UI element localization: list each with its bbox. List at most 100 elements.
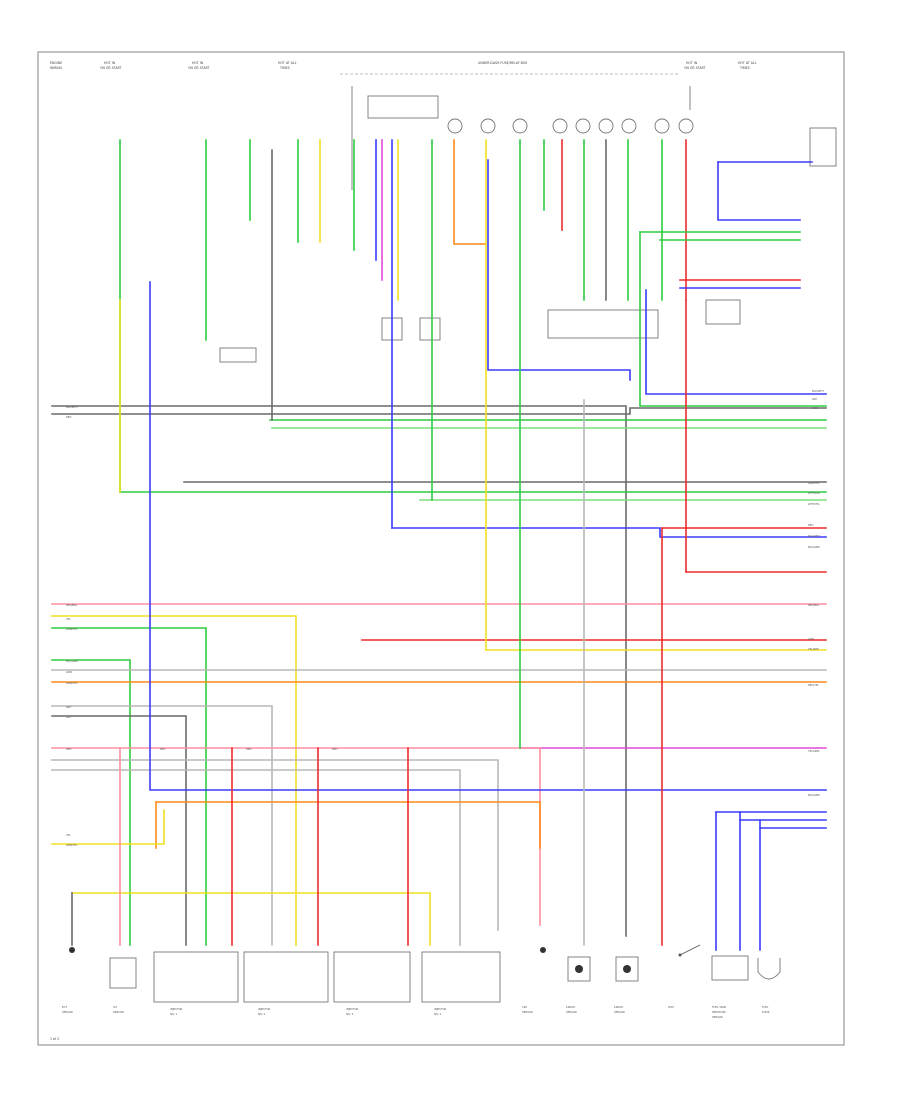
switch-contact: [679, 944, 701, 956]
ect-sensor-box: [109, 957, 137, 989]
right-label-d2: YEL/RED: [808, 647, 819, 651]
ground-left: [69, 947, 75, 953]
injector-box-4: [421, 951, 501, 1003]
header-hot-in-1b: ON OR START: [100, 66, 122, 70]
wire-blue-61: [645, 289, 827, 395]
fuse-row: [447, 118, 694, 134]
right-label-e0: RED/YEL: [808, 683, 820, 687]
left-label-b1: YEL: [66, 617, 71, 621]
label-pcm: PCM: [668, 1005, 674, 1009]
label-knock2-1: KNOCK: [614, 1005, 623, 1009]
fuse-3: [512, 118, 528, 134]
label-inj3-2: NO. 3: [346, 1012, 354, 1016]
left-label-d1: GRY: [66, 715, 72, 719]
right-label-a1: GRY: [812, 397, 818, 401]
right-label-a2: GRN: [812, 406, 818, 410]
ground-mid: [540, 947, 546, 953]
wire-yellow-28: [71, 892, 431, 946]
right-label-a0: BLK/WHT: [812, 389, 824, 393]
header-hot-in-3b: ON OR START: [684, 66, 706, 70]
injector-box-2: [243, 951, 329, 1003]
wire-gray-1: [51, 407, 827, 415]
wire-gray-0: [51, 405, 627, 937]
wire-yellow-11: [51, 615, 297, 946]
switch-pivot: [678, 953, 682, 957]
right-label-d0: RED/BLU: [808, 603, 819, 607]
label-inj2-1: INJECTOR: [258, 1007, 271, 1011]
header-hot-at-all-2b: TIMES: [739, 66, 750, 70]
label-knock2-2: SENSOR: [614, 1010, 625, 1014]
fuse-1: [447, 118, 463, 134]
fuse-7: [621, 118, 637, 134]
header-hot-at-all-2a: HOT AT ALL: [738, 61, 757, 65]
header-hot-in-3a: HOT IN: [686, 61, 698, 65]
header-hot-at-all-b: TIMES: [279, 66, 290, 70]
label-inj2-2: NO. 2: [258, 1012, 266, 1016]
right-top-connector: [809, 127, 837, 167]
label-iat-2: SENSOR: [113, 1010, 124, 1014]
label-inj4-2: NO. 4: [434, 1012, 442, 1016]
injector-box-3: [333, 951, 411, 1003]
knock-sensor-2: [615, 956, 639, 982]
right-label-d1: GRN: [808, 637, 814, 641]
right-wire-labels: BLK/WHT GRY GRN GRN/YEL WHT/BLU WHT/YEL …: [808, 389, 824, 797]
right-label-c0: RED: [808, 523, 813, 527]
label-ftp-3: SENSOR: [712, 1015, 723, 1019]
left-label-a1: RED: [66, 415, 71, 419]
label-ckp-2: SENSOR: [522, 1010, 533, 1014]
knock-sensor-1-core: [575, 965, 583, 973]
left-label-c2: GRN/YEL: [66, 681, 78, 685]
wire-blue-7: [391, 527, 827, 538]
wire-lightgray-18: [51, 705, 273, 946]
wire-green-15: [51, 659, 131, 946]
label-knock1-1: KNOCK: [566, 1005, 575, 1009]
header-hot-at-all-a: HOT AT ALL: [278, 61, 297, 65]
diagram-frame: [37, 51, 845, 1046]
label-ckp-1: CKP: [522, 1005, 528, 1009]
left-wire-labels: BLK/WHT RED RED/BLU YEL GRN/YEL BLU/GRN …: [66, 405, 337, 847]
left-label-e1: RED: [160, 747, 165, 751]
knock-sensor-2-core: [623, 965, 631, 973]
header-underdash: UNDER-DASH FUSE/RELAY BOX: [478, 61, 528, 65]
fuse-5: [575, 118, 591, 134]
fuse-9: [678, 118, 694, 134]
right-label-b2: WHT/YEL: [808, 502, 820, 506]
left-label-f0: YEL: [66, 833, 71, 837]
left-label-d0: GRY: [66, 705, 72, 709]
right-label-e2: BLU/GRN: [808, 793, 820, 797]
label-inj1-1: INJECTOR: [170, 1007, 183, 1011]
header-hot-in-2b: ON OR START: [188, 66, 210, 70]
left-label-c0: BLU/GRN: [66, 659, 78, 663]
header-hot-in-2a: HOT IN: [192, 61, 204, 65]
wire-blue-54: [717, 161, 801, 221]
header-labels: ENGINE WIRING HOT IN ON OR START HOT IN …: [50, 61, 757, 70]
component-labels: ECT SENSOR IAT SENSOR INJECTOR NO. 1 INJ…: [62, 1005, 770, 1019]
left-label-a0: BLK/WHT: [66, 405, 78, 409]
fuse-8: [654, 118, 670, 134]
label-knock1-2: SENSOR: [566, 1010, 577, 1014]
bottom-components: ECT SENSOR IAT SENSOR INJECTOR NO. 1 INJ…: [62, 947, 781, 1019]
wire-lightgray-22: [51, 759, 499, 931]
left-label-e2: RED: [246, 747, 251, 751]
wire-gray-19: [51, 715, 187, 946]
label-inj1-2: NO. 1: [170, 1012, 178, 1016]
left-label-e3: RED: [332, 747, 337, 751]
fuse-2: [480, 118, 496, 134]
wire-orange-25: [155, 801, 541, 849]
header-top-left-2: WIRING: [50, 66, 63, 70]
right-label-c2: BLU/GRN: [808, 545, 820, 549]
label-inj3-1: INJECTOR: [346, 1007, 359, 1011]
wire-green-12: [51, 627, 207, 946]
wires: [51, 139, 827, 951]
page-marker: 1 of 2: [50, 1037, 59, 1041]
label-ect-2: SENSOR: [62, 1010, 73, 1014]
left-label-b2: GRN/YEL: [66, 627, 78, 631]
fuel-tank-sensor-box: [711, 955, 749, 981]
wire-pink-21: [51, 747, 541, 926]
wire-lightgray-23: [51, 769, 461, 946]
label-ftp-1: FUEL TANK: [712, 1005, 726, 1009]
pcm-relay: [705, 299, 741, 325]
header-hot-in-1a: HOT IN: [104, 61, 116, 65]
label-inj4-1: INJECTOR: [434, 1007, 447, 1011]
